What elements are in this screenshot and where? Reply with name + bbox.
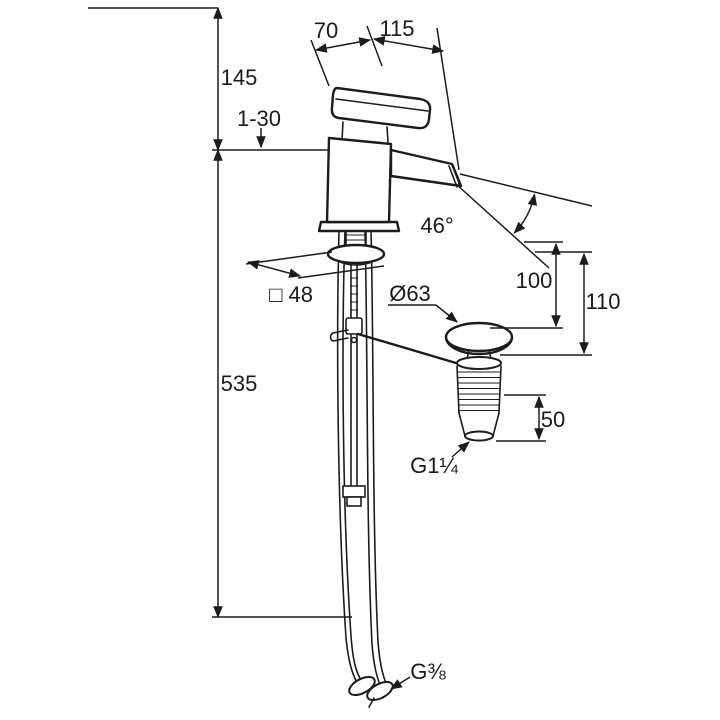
dim-label-145: 145 bbox=[221, 65, 258, 90]
drain-body bbox=[456, 365, 502, 414]
mounting-rod bbox=[329, 262, 366, 507]
drain-tail bbox=[464, 430, 494, 442]
dimension-lines-right bbox=[490, 241, 592, 356]
dim-label-535: 535 bbox=[221, 371, 258, 396]
dim-label-46deg: 46° bbox=[420, 213, 453, 238]
dim-label-square-48: □ 48 bbox=[269, 282, 313, 307]
drain-dome-cap bbox=[444, 321, 514, 353]
supply-hoses bbox=[336, 230, 388, 691]
rod-clamp bbox=[345, 317, 363, 335]
dim-label-dia-63: Ø63 bbox=[389, 281, 431, 306]
dim-label-g1-14: G1¼ bbox=[410, 453, 458, 478]
dimension-lines-left bbox=[88, 6, 352, 619]
dimension-lines-drain bbox=[388, 304, 546, 458]
rod-nut-lower bbox=[346, 496, 362, 507]
drain-flange bbox=[456, 356, 502, 370]
spray-angle-lines bbox=[455, 173, 593, 269]
dimension-lines-top bbox=[310, 25, 460, 171]
faucet-body bbox=[325, 136, 393, 224]
popup-waste bbox=[444, 321, 514, 442]
bottom-connector bbox=[348, 675, 394, 708]
faucet-base bbox=[317, 220, 401, 233]
base-flange bbox=[326, 243, 386, 265]
spout bbox=[389, 148, 463, 188]
dim-label-50: 50 bbox=[541, 407, 565, 432]
dim-label-1-30: 1-30 bbox=[237, 106, 281, 131]
dim-label-70: 70 bbox=[314, 18, 338, 43]
rod-pivot bbox=[350, 336, 358, 344]
dimension-lines-base-square bbox=[245, 251, 385, 279]
dimension-lines-bottom bbox=[389, 676, 411, 690]
dim-label-g3-8: G⅜ bbox=[410, 659, 446, 684]
dimension-labels: 70 115 145 1-30 46° 100 110 □ 48 Ø63 535… bbox=[221, 16, 621, 684]
lever-handle bbox=[330, 86, 432, 130]
dim-label-110: 110 bbox=[585, 289, 620, 314]
popup-rod bbox=[356, 332, 458, 365]
faucet bbox=[317, 86, 463, 266]
dim-label-115: 115 bbox=[379, 16, 414, 41]
horseshoe-washer bbox=[329, 329, 349, 342]
dim-label-100: 100 bbox=[516, 268, 553, 293]
aerator bbox=[448, 164, 461, 188]
rod-nut bbox=[342, 485, 366, 498]
